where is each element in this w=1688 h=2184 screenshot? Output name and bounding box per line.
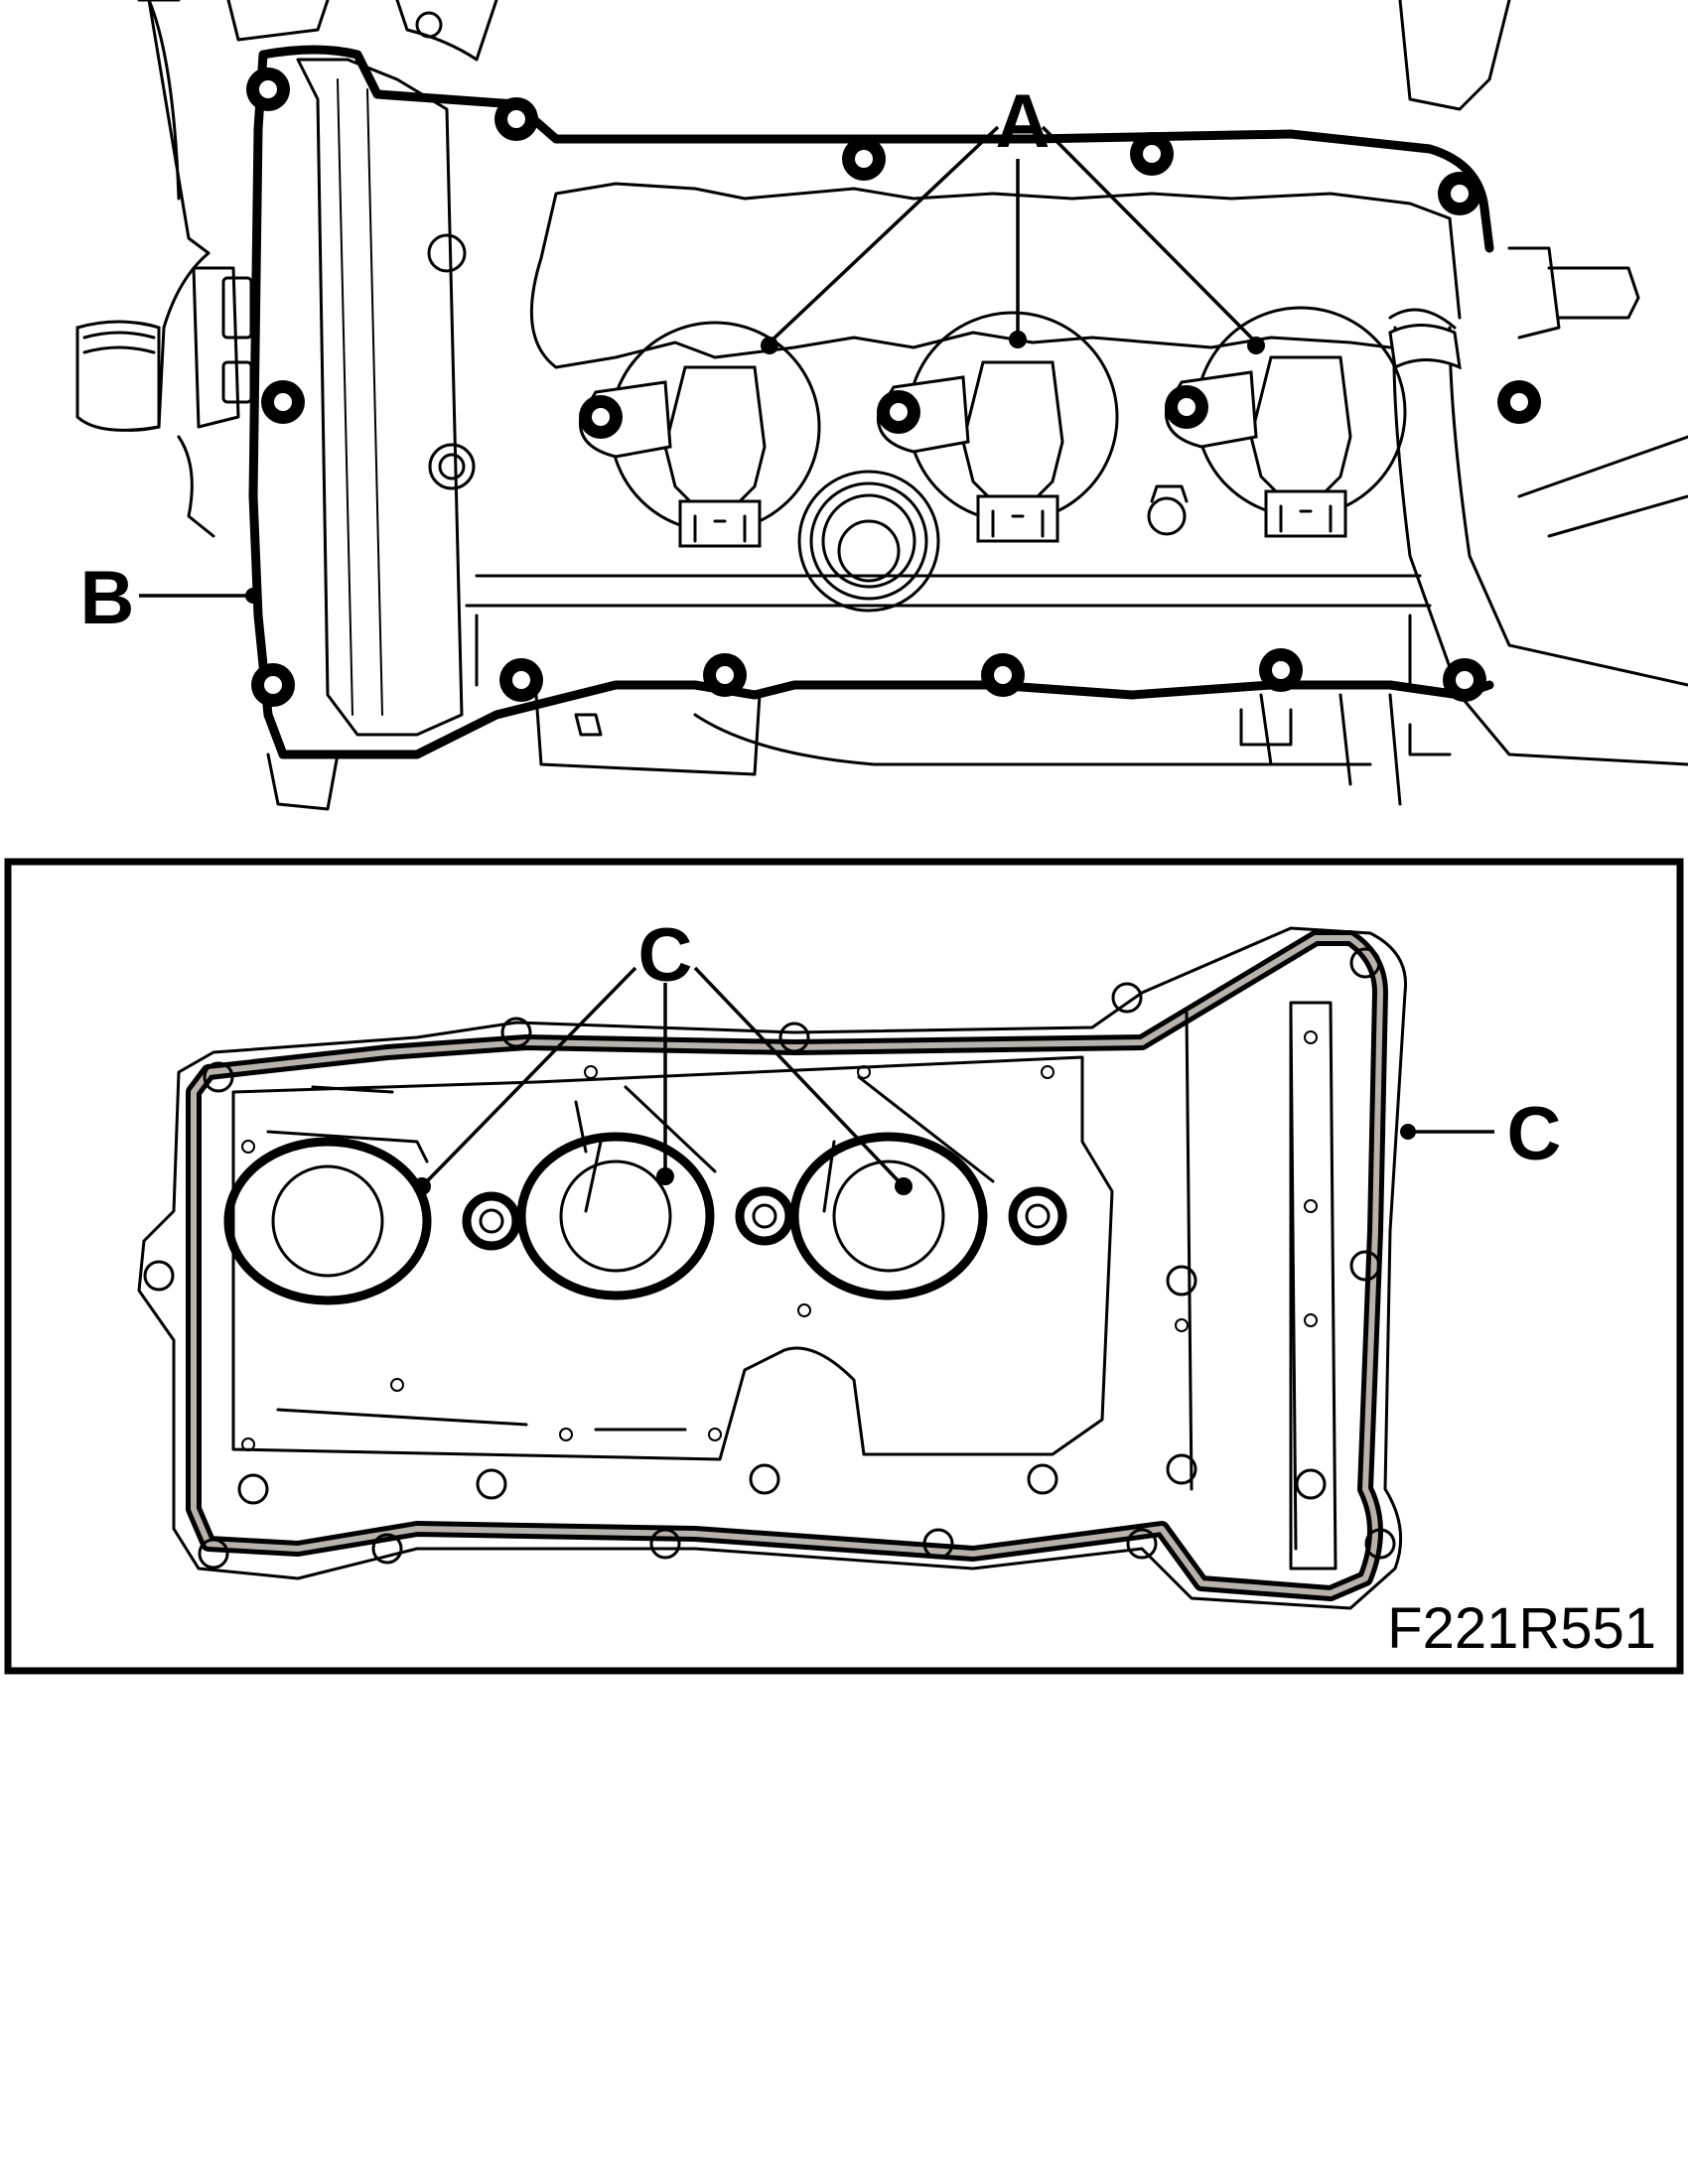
oil-filler-cap [797, 470, 940, 613]
callout-a: A [761, 79, 1265, 354]
svg-text:C: C [1507, 1092, 1562, 1176]
lower-cover-rail [465, 574, 1432, 687]
small-rivets [241, 1030, 1318, 1451]
baffle-plate [231, 1055, 1114, 1461]
callout-c-top: C [413, 913, 913, 1195]
cover-underside-outline [137, 926, 1408, 1610]
svg-text:A: A [996, 79, 1051, 164]
figure-id-label: F221R551 [1387, 1596, 1656, 1661]
upper-left-bracket [226, 0, 498, 62]
lower-block-lines [266, 693, 1402, 811]
plug-seal-2 [516, 1132, 794, 1300]
plug-seal-1 [223, 1137, 521, 1305]
top-view-engine-illustration: A B [75, 0, 1688, 811]
left-timing-cover [296, 58, 464, 737]
callout-c-right: C [1400, 1092, 1561, 1176]
sensor-connector [221, 276, 253, 340]
ignition-coil-2 [876, 311, 1119, 543]
cover-bolts [246, 68, 1541, 707]
svg-text:B: B [80, 556, 135, 640]
coolant-hose-end [75, 320, 161, 432]
cover-inner-contour [529, 182, 1462, 369]
right-coolant-hose [1388, 308, 1688, 766]
bottom-view-gasket-illustration: C C F221R551 [137, 913, 1656, 1661]
plug-seal-3 [789, 1132, 1067, 1300]
inset-frame [4, 858, 1684, 1675]
gasket-bead-inner [191, 935, 1383, 1596]
callout-b: B [80, 556, 261, 640]
right-bracket [1398, 0, 1640, 340]
perimeter-bolt-holes [143, 947, 1396, 1570]
